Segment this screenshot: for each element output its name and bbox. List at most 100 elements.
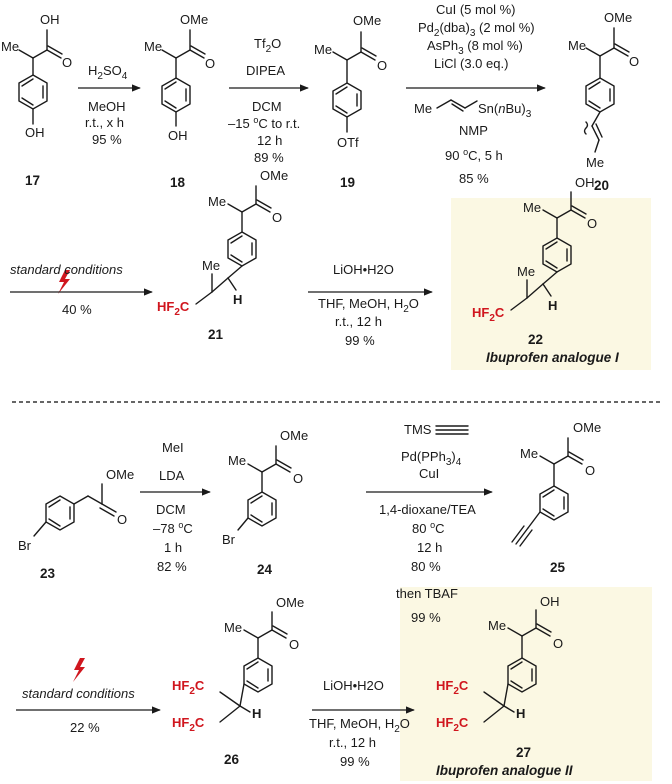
compound-number: 26 (224, 752, 240, 767)
me-label: Me (144, 39, 162, 54)
reagent-label: LDA (159, 468, 185, 483)
structure-19: Me OMe O OTf (314, 13, 387, 150)
yield-label: 89 % (254, 150, 284, 165)
structure-17: Me OH O OH (1, 12, 72, 140)
compound-number: 20 (594, 178, 609, 193)
reagent-label: LiCl (3.0 eq.) (434, 56, 508, 71)
me-label: Me (586, 155, 604, 170)
structure-25: Me OMe O (511, 420, 601, 547)
condition-label: THF, MeOH, H2O (318, 296, 419, 315)
o-label: O (585, 463, 595, 478)
h-label: H (516, 706, 525, 721)
structure-23: OMe O Br (18, 467, 134, 553)
me-label: Me (208, 194, 226, 209)
o-label: O (377, 58, 387, 73)
compound-number: 21 (208, 327, 224, 342)
highlight-box-22 (451, 198, 651, 370)
structure-26: Me OMe O HF2C HF2C H (172, 595, 304, 734)
me-label: Me (228, 453, 246, 468)
structure-18: Me OMe O OH (144, 12, 215, 143)
compound-number: 27 (516, 745, 531, 760)
condition-label: then TBAF (396, 586, 458, 601)
reagent-label: DIPEA (246, 63, 285, 78)
reagent-label: H2SO4 (88, 63, 128, 82)
ome-label: OMe (353, 13, 381, 28)
yield-label: 99 % (411, 610, 441, 625)
oh-label: OH (25, 125, 45, 140)
structure-27: Me OH O HF2C HF2C H (436, 594, 563, 734)
compound-name: Ibuprofen analogue II (436, 763, 573, 778)
ome-label: OMe (276, 595, 304, 610)
condition-label: THF, MeOH, H2O (309, 716, 410, 735)
reagent-label: LiOH•H2O (323, 678, 384, 693)
condition-label: –78 oC (153, 520, 193, 536)
compound-number: 23 (40, 566, 56, 581)
reagent-label: AsPh3 (8 mol %) (427, 38, 523, 57)
condition-label: 1 h (164, 540, 182, 555)
ome-label: OMe (260, 168, 288, 183)
ome-label: OMe (573, 420, 601, 435)
yield-label: 99 % (340, 754, 370, 769)
compound-number: 24 (257, 562, 273, 577)
o-label: O (205, 56, 215, 71)
conditions-label: standard conditions (22, 686, 135, 701)
compound-number: 22 (528, 332, 543, 347)
yield-label: 82 % (157, 559, 187, 574)
o-label: O (272, 210, 282, 225)
reagent-label: CuI (5 mol %) (436, 2, 515, 17)
compound-number: 17 (25, 173, 40, 188)
reagent-label: Pd2(dba)3 (2 mol %) (418, 20, 535, 39)
oh-label: OH (168, 128, 188, 143)
condition-label: 12 h (417, 540, 442, 555)
structure-22: Me OH O Me HF2C H (472, 175, 597, 324)
yield-label: 99 % (345, 333, 375, 348)
h-label: H (252, 706, 261, 721)
hf2c-label: HF2C (436, 715, 469, 734)
conditions-label: standard conditions (10, 262, 123, 277)
condition-label: 1,4-dioxane/TEA (379, 502, 476, 517)
me-label: Me (314, 42, 332, 57)
reagent-label: Sn(nBu)3 (478, 101, 532, 120)
propenyl-stannane: Me Sn(nBu)3 (414, 99, 532, 120)
ome-label: OMe (280, 428, 308, 443)
otf-label: OTf (337, 135, 359, 150)
reagent-label: MeI (162, 440, 184, 455)
h-label: H (233, 292, 242, 307)
me-label: Me (488, 618, 506, 633)
ome-label: OMe (180, 12, 208, 27)
o-label: O (553, 636, 563, 651)
structure-20: Me OMe O Me (568, 10, 639, 170)
h-label: H (548, 298, 557, 313)
o-label: O (289, 637, 299, 652)
me-label: Me (202, 258, 220, 273)
o-label: O (117, 512, 127, 527)
br-label: Br (222, 532, 236, 547)
condition-label: 90 oC, 5 h (445, 147, 503, 163)
ome-label: OMe (106, 467, 134, 482)
yield-label: 80 % (411, 559, 441, 574)
hf2c-label: HF2C (172, 715, 205, 734)
yield-label: 95 % (92, 132, 122, 147)
lightning-icon (73, 658, 85, 682)
condition-label: 12 h (257, 133, 282, 148)
reagent-label: TMS (404, 422, 432, 437)
structure-21: Me OMe O Me HF2C H (157, 168, 288, 318)
condition-label: NMP (459, 123, 488, 138)
condition-label: r.t., 12 h (335, 314, 382, 329)
condition-label: 80 oC (412, 520, 444, 536)
condition-label: DCM (156, 502, 186, 517)
hf2c-label: HF2C (157, 299, 190, 318)
me-label: Me (568, 38, 586, 53)
o-label: O (293, 471, 303, 486)
condition-label: MeOH (88, 99, 126, 114)
me-label: Me (517, 264, 535, 279)
oh-label: OH (575, 175, 595, 190)
oh-label: OH (40, 12, 60, 27)
o-label: O (62, 55, 72, 70)
condition-label: r.t., x h (85, 115, 124, 130)
reagent-label: Tf2O (254, 36, 281, 55)
hf2c-label: HF2C (436, 678, 469, 697)
yield-label: 40 % (62, 302, 92, 317)
